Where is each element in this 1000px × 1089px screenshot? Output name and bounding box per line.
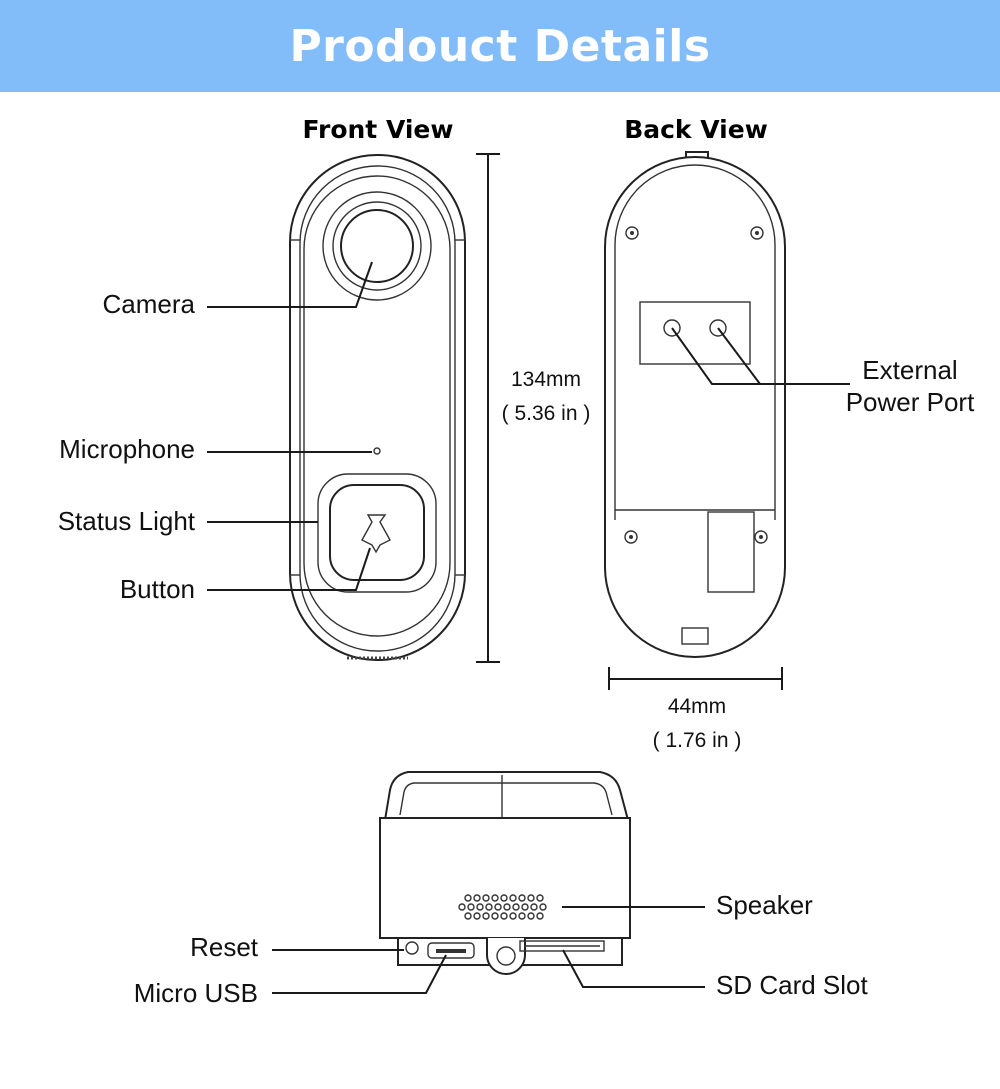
micro-usb-label: Micro USB — [134, 978, 258, 1008]
microphone-icon — [373, 447, 381, 455]
reset-hole-icon — [405, 941, 419, 955]
sd-card-slot-label: SD Card Slot — [716, 970, 868, 1000]
micro-usb-port-icon — [427, 942, 475, 959]
button-label: Button — [120, 574, 195, 604]
camera-label: Camera — [103, 289, 196, 319]
back-view-title: Back View — [624, 115, 768, 144]
height-mm-label: 134mm — [511, 368, 581, 391]
page-title: Prodouct Details — [289, 20, 711, 72]
header-banner: Prodouct Details — [0, 0, 1000, 92]
front-callout-lines — [207, 261, 373, 591]
power-port-callout-lines — [671, 327, 850, 385]
height-dimension-line — [476, 153, 500, 663]
mount-hole-icon — [486, 938, 526, 975]
bottom-callout-lines — [272, 906, 705, 994]
reset-label: Reset — [190, 932, 259, 962]
microphone-label: Microphone — [59, 434, 195, 464]
bottom-view-device — [378, 771, 632, 975]
front-view-device — [289, 154, 466, 661]
power-port-label-line2: Power Port — [846, 387, 975, 417]
speaker-grille-icon — [458, 894, 547, 920]
width-dimension-line — [608, 667, 783, 690]
width-in-label: ( 1.76 in ) — [653, 729, 742, 752]
status-light-label: Status Light — [58, 506, 196, 536]
screw-icon — [624, 226, 768, 544]
front-view-title: Front View — [303, 115, 454, 144]
speaker-label: Speaker — [716, 890, 813, 920]
back-view-device — [604, 151, 786, 658]
height-in-label: ( 5.36 in ) — [502, 402, 591, 425]
camera-icon — [322, 191, 432, 301]
power-port-label-line1: External — [862, 355, 957, 385]
width-mm-label: 44mm — [668, 695, 726, 718]
doorbell-button-icon — [317, 473, 437, 593]
sd-card-slot-icon — [519, 940, 605, 952]
